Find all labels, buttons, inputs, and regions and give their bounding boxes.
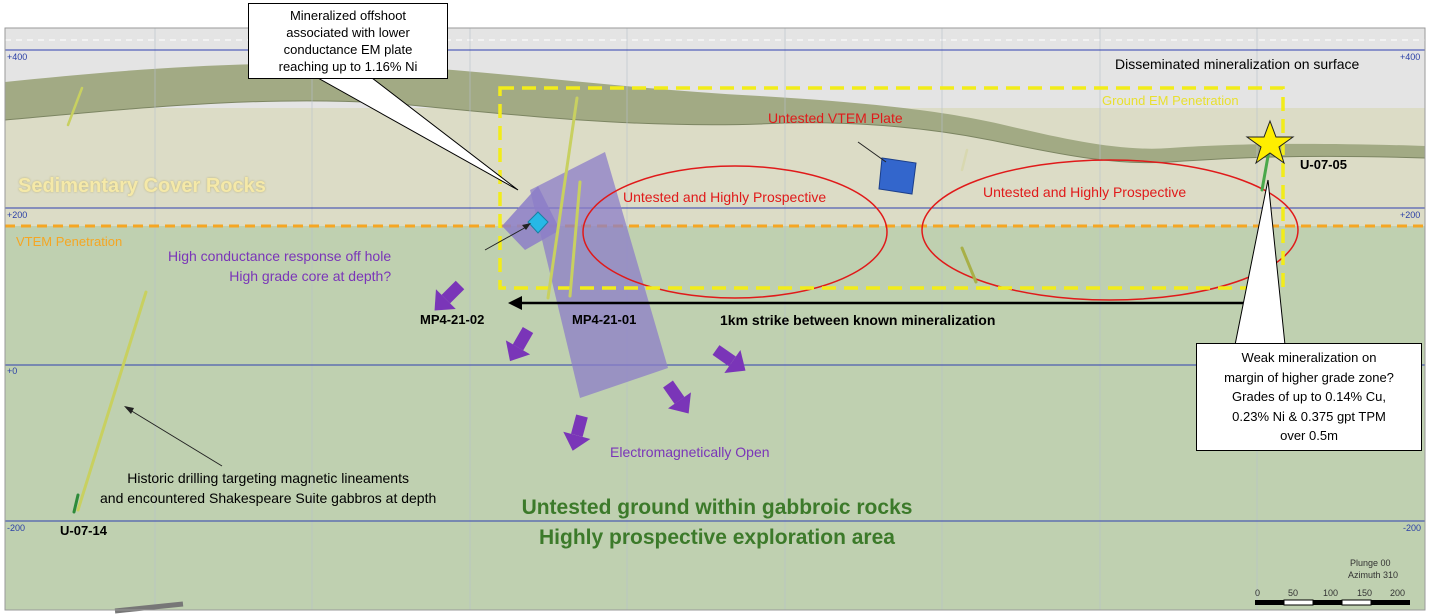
vtem-penetration-label: VTEM Penetration	[16, 234, 123, 249]
em-plate	[530, 152, 668, 398]
offshoot-callout: Mineralized offshoot associated with low…	[248, 3, 448, 79]
offshoot-callout-line: associated with lower	[286, 25, 410, 40]
weak-callout-line: Weak mineralization on	[1241, 350, 1377, 365]
scale-label: 100	[1323, 588, 1339, 598]
historic-drilling-line-1: Historic drilling targeting magnetic lin…	[127, 470, 409, 486]
azimuth-label: Azimuth 310	[1348, 570, 1399, 580]
elevation-label-zero-left: +0	[7, 366, 18, 376]
hole-label-u-07-14: U-07-14	[60, 523, 107, 538]
em-open-label: Electromagnetically Open	[610, 444, 770, 460]
historic-drilling-label: Historic drilling targeting magnetic lin…	[100, 468, 436, 508]
sedimentary-label: Sedimentary Cover Rocks	[18, 175, 266, 197]
historic-leader-head	[124, 406, 134, 414]
topography-line	[4, 100, 1426, 164]
historic-drilling-line-2: and encountered Shakespeare Suite gabbro…	[100, 490, 437, 506]
ground-em-box	[498, 86, 1285, 290]
offshoot-callout-line: conductance EM plate	[283, 42, 413, 57]
elevation-grid	[5, 49, 1425, 522]
em-plate-small	[502, 186, 560, 250]
conductor-leader-head	[522, 223, 531, 230]
drillhole-u-07-14	[76, 290, 148, 512]
hole-label-mp4-21-02: MP4-21-02	[420, 312, 485, 327]
plunge-label: Plunge 00	[1350, 558, 1391, 568]
gabbro-layer	[5, 226, 1425, 610]
untested-prospective-label-2: Untested and Highly Prospective	[983, 184, 1187, 200]
high-conductance-line-2: High grade core at depth?	[229, 268, 392, 284]
drillhole-mp4-21-01	[568, 180, 582, 298]
strike-label: 1km strike between known mineralization	[720, 312, 996, 328]
untested-ground-label: Untested ground within gabbroic rocks Hi…	[430, 493, 1004, 553]
hole-label-u-07-05: U-07-05	[1300, 157, 1347, 172]
elevation-label-mid-right: +200	[1400, 210, 1421, 220]
offshoot-callout-line: reaching up to 1.16% Ni	[278, 59, 418, 74]
disseminated-label: Disseminated mineralization on surface	[1115, 56, 1360, 72]
elevation-label-mid-left: +200	[7, 210, 28, 220]
elevation-label-low-right: -200	[1403, 523, 1422, 533]
conductor-leader	[484, 225, 529, 251]
vtem-plate	[878, 157, 917, 195]
weak-callout-line: Grades of up to 0.14% Cu,	[1232, 389, 1386, 404]
weak-mineralization-callout: Weak mineralization on margin of higher …	[1196, 343, 1422, 451]
vertical-grid	[154, 28, 1258, 610]
scale-bar	[1255, 599, 1410, 606]
strike-arrow-left-head	[508, 296, 522, 310]
ground-em-label: Ground EM Penetration	[1102, 93, 1239, 108]
hole-label-mp4-21-01: MP4-21-01	[572, 312, 637, 327]
open-direction-arrows	[434, 280, 746, 451]
untested-ground-line-1: Untested ground within gabbroic rocks	[521, 496, 913, 519]
elevation-label-top-left: +400	[7, 52, 28, 62]
anomaly-ellipse-1	[582, 165, 888, 299]
scale-label: 150	[1357, 588, 1373, 598]
scale-label: 200	[1390, 588, 1406, 598]
untested-vtem-plate-label: Untested VTEM Plate	[768, 110, 903, 126]
scale-label: 0	[1255, 588, 1261, 598]
weak-callout-line: margin of higher grade zone?	[1224, 369, 1394, 385]
elevation-label-top-right: +400	[1400, 52, 1421, 62]
star-icon	[1245, 119, 1295, 165]
section-frame	[4, 27, 1426, 611]
offshoot-callout-line: Mineralized offshoot	[289, 8, 407, 23]
elevation-label-low-left: -200	[7, 523, 26, 533]
weak-callout-line: over 0.5m	[1280, 428, 1338, 443]
drillhole-mp4-21-02	[546, 96, 579, 300]
high-conductance-label: High conductance response off hole High …	[168, 246, 391, 286]
anomaly-ellipse-2	[921, 159, 1299, 301]
historic-leader	[129, 409, 223, 467]
untested-ground-line-2: Highly prospective exploration area	[539, 526, 895, 549]
weak-callout-line: 0.23% Ni & 0.375 gpt TPM	[1232, 408, 1386, 424]
conductor-diamond	[527, 211, 549, 234]
high-conductance-line-1: High conductance response off hole	[168, 248, 392, 264]
scale-label: 50	[1288, 588, 1299, 598]
vtem-plate-leader	[857, 141, 887, 163]
untested-prospective-label-1: Untested and Highly Prospective	[623, 189, 827, 205]
